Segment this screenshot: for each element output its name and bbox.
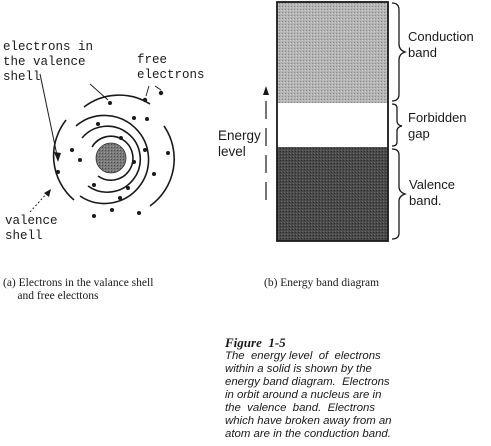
free-electron [142, 97, 148, 103]
brace-forbidden [391, 103, 403, 147]
caption-b: (b) Energy band diagram [264, 277, 380, 289]
electron [132, 116, 136, 120]
electron [96, 122, 100, 126]
orbit-1 [91, 135, 134, 181]
free-electrons-pointer [154, 85, 162, 91]
electron [145, 117, 149, 121]
electron [132, 160, 136, 164]
electron [78, 158, 82, 162]
orbit-3 [75, 114, 150, 205]
label-conduction-band: Conduction band [408, 29, 474, 60]
electron [108, 101, 112, 105]
orbit-4-valence [83, 94, 151, 108]
caption-a: (a) Electrons in the valance shell and f… [3, 277, 154, 302]
arrowhead [263, 86, 269, 95]
energy-band-diagram [263, 1, 408, 242]
orbit-4-valence-left [52, 119, 75, 201]
valence-shell-arrow [29, 191, 49, 213]
label-energy-level: Energy level [218, 128, 261, 159]
electron [166, 151, 170, 155]
orbit-2 [81, 125, 142, 193]
electron [70, 148, 74, 152]
electron [92, 214, 96, 218]
electron [56, 170, 60, 174]
electron [137, 211, 141, 215]
electron [143, 148, 147, 152]
brace-valence [391, 148, 408, 240]
label-valence-electrons: electrons in the valence shell [3, 40, 94, 84]
valence-band [277, 147, 388, 241]
orbit-electrons [56, 101, 170, 218]
electron [119, 136, 123, 140]
brace-conduction [391, 2, 408, 102]
label-forbidden-gap: Forbidden gap [408, 110, 467, 141]
orbit-4-valence-right [149, 125, 175, 207]
label-free-electrons: free electrons [137, 53, 205, 82]
figure-title: Figure 1-5 [225, 335, 286, 350]
label-valence-shell: valence shell [5, 214, 58, 243]
label-valence-band: Valence band. [409, 177, 456, 208]
valence-electrons-arrow [39, 73, 59, 161]
free-electron [158, 90, 164, 96]
electron [110, 208, 114, 212]
arrowhead [54, 152, 61, 162]
forbidden-gap [277, 103, 388, 147]
figure-text: The energy level of electrons within a s… [225, 350, 392, 440]
electron [126, 186, 130, 190]
free-electrons-pointer [145, 85, 150, 97]
electron [152, 172, 156, 176]
band-frame [276, 1, 389, 242]
conduction-band [277, 2, 388, 103]
arrowhead [44, 189, 51, 197]
nucleus [95, 142, 127, 174]
electron [92, 183, 96, 187]
electron [118, 196, 122, 200]
atom-diagram [29, 73, 175, 218]
valence-electrons-pointer [89, 83, 109, 101]
